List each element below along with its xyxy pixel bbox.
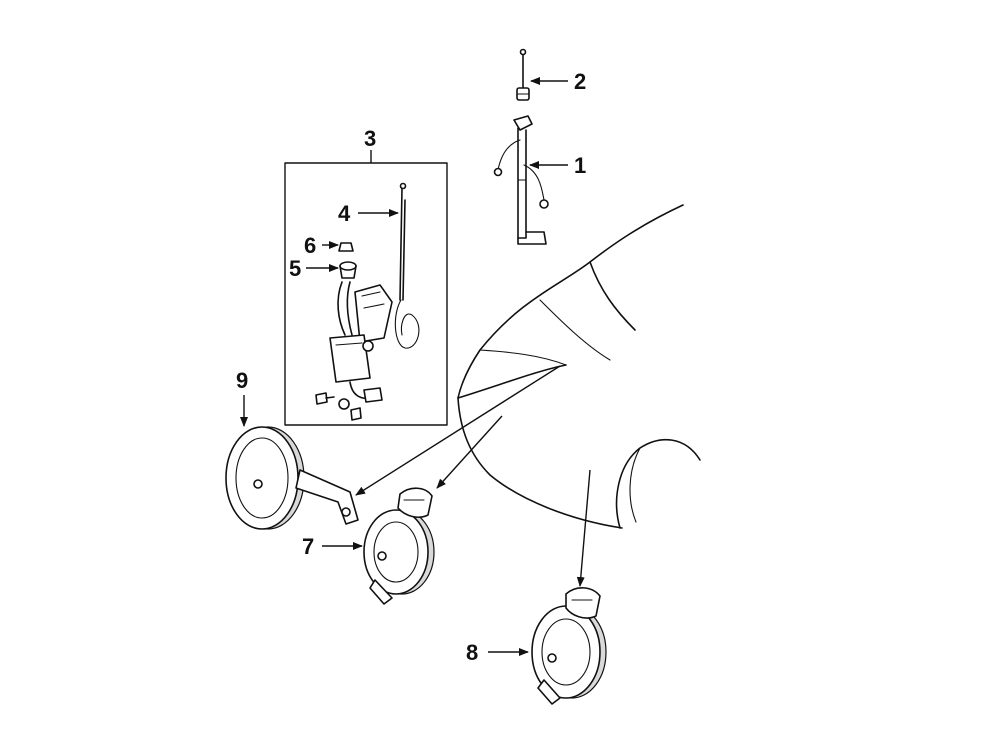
leader-lines <box>240 77 591 656</box>
callout-7: 7 <box>302 534 314 559</box>
horn-high-icon <box>363 487 435 605</box>
horn-bracket-icon <box>225 426 359 530</box>
power-antenna-kit-icon <box>284 150 448 426</box>
callout-1: 1 <box>574 153 586 178</box>
antenna-assembly-icon <box>493 115 549 245</box>
callout-9: 9 <box>236 368 248 393</box>
callout-8: 8 <box>466 640 478 665</box>
vehicle-front-icon <box>457 204 701 529</box>
callout-5: 5 <box>289 256 301 281</box>
callout-2: 2 <box>574 69 586 94</box>
horn-low-icon <box>531 587 607 705</box>
antenna-mast-icon <box>516 48 530 101</box>
callout-4: 4 <box>338 201 351 226</box>
callout-3: 3 <box>364 126 376 151</box>
callout-6: 6 <box>304 233 316 258</box>
